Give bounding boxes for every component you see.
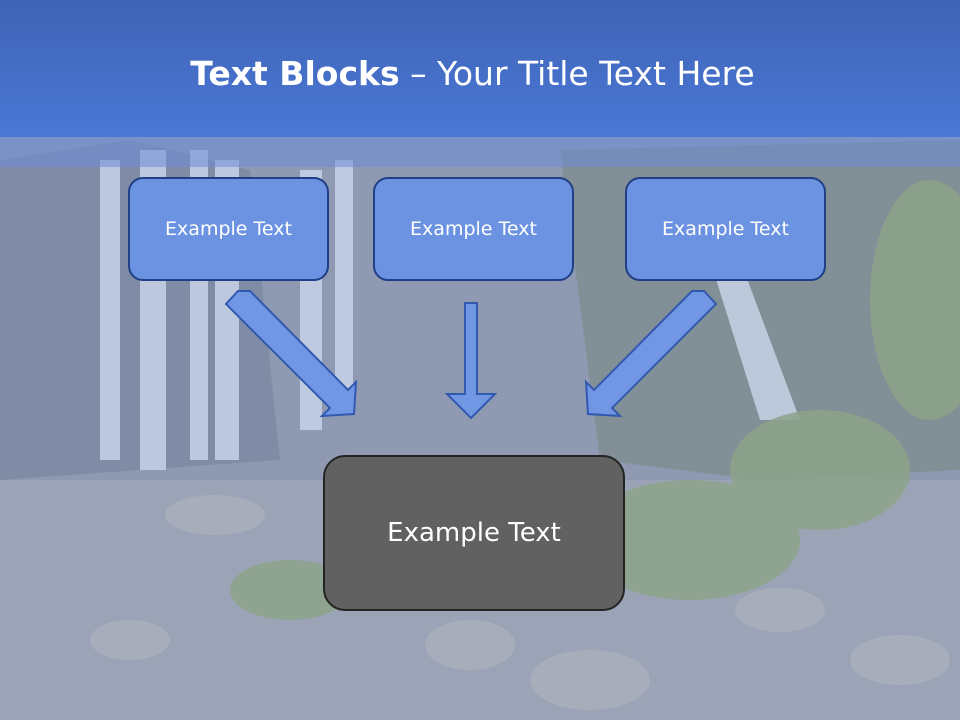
- text-block-middle-label: Example Text: [410, 218, 537, 240]
- text-block-left-label: Example Text: [165, 218, 292, 240]
- header-strip: [0, 137, 960, 167]
- arrow-right-icon: [584, 290, 718, 418]
- header-bar: [0, 0, 960, 137]
- text-block-middle[interactable]: Example Text: [373, 177, 574, 281]
- title-rest: Your Title Text Here: [437, 54, 755, 93]
- text-block-target[interactable]: Example Text: [323, 455, 625, 611]
- text-block-right[interactable]: Example Text: [625, 177, 826, 281]
- text-block-target-label: Example Text: [387, 518, 561, 548]
- title-dash: –: [399, 54, 438, 93]
- text-block-right-label: Example Text: [662, 218, 789, 240]
- arrow-left-icon: [224, 290, 358, 418]
- title-bold: Text Blocks: [190, 54, 400, 93]
- arrow-down-icon: [444, 302, 498, 420]
- text-block-left[interactable]: Example Text: [128, 177, 329, 281]
- slide-title: Text Blocks – Your Title Text Here: [0, 54, 945, 93]
